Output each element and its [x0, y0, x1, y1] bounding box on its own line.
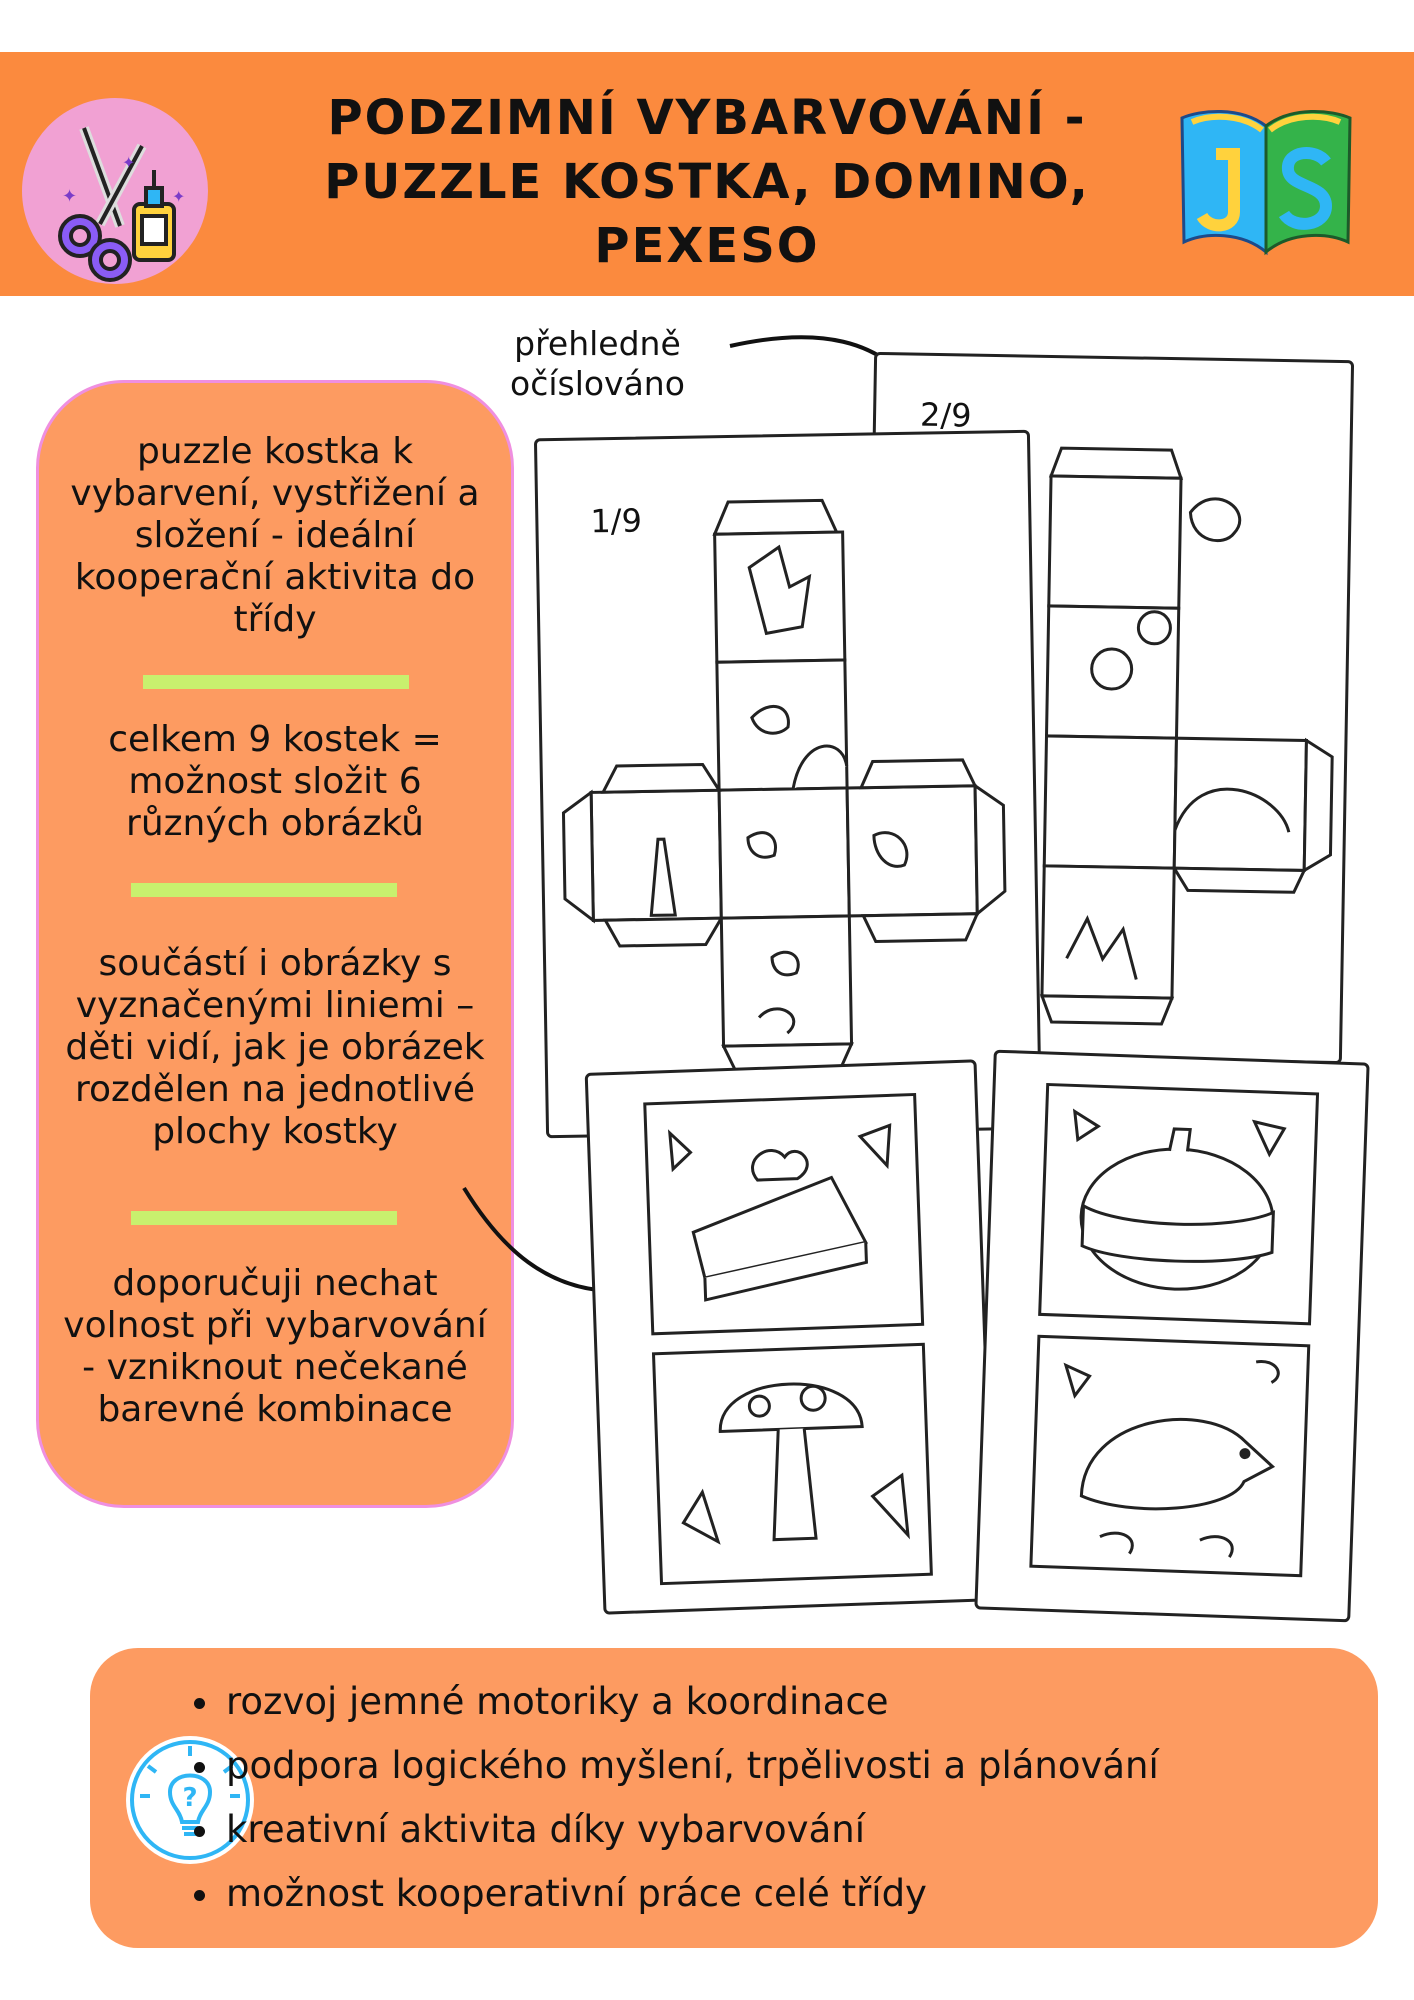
info-text-2: celkem 9 kostek = možnost složit 6 různý… — [108, 719, 442, 844]
cube-sheet-2: 2/9 — [861, 351, 1355, 1065]
cube-net-drawing-2 — [1039, 446, 1334, 1026]
callout-line-1: přehledně — [514, 324, 681, 363]
divider-3 — [131, 1211, 397, 1225]
list-item: možnost kooperativní práce celé třídy — [190, 1862, 1159, 1926]
page-title: PODZIMNÍ VYBARVOVÁNÍ - PUZZLE KOSTKA, DO… — [250, 86, 1164, 278]
list-item: kreativní aktivita díky vybarvování — [190, 1798, 1159, 1862]
pexeso-cards-drawing-2 — [1029, 1082, 1320, 1578]
info-text-3: součástí i obrázky s vyznačenými liniemi… — [65, 943, 485, 1152]
title-line-2: PUZZLE KOSTKA, DOMINO, — [324, 154, 1090, 210]
list-item: podpora logického myšlení, trpělivosti a… — [190, 1734, 1159, 1798]
open-book-js-logo — [1170, 92, 1360, 268]
svg-text:✦: ✦ — [172, 187, 185, 206]
callout-line-2: očíslováno — [510, 364, 685, 403]
lightbulb-question-icon: ? — [126, 1736, 254, 1864]
divider-1 — [143, 675, 409, 689]
info-panel: puzzle kostka k vybarvení, vystřižení a … — [36, 380, 514, 1508]
divider-2 — [131, 883, 397, 897]
svg-text:✦: ✦ — [122, 153, 135, 172]
pexeso-cards-drawing-1 — [643, 1092, 933, 1586]
title-line-3: PEXESO — [594, 218, 820, 274]
list-item: rozvoj jemné motoriky a koordinace — [190, 1670, 1159, 1734]
pexeso-sheet-1 — [584, 1059, 996, 1615]
info-text-4: doporučuji nechat volnost při vybarvován… — [63, 1263, 487, 1430]
cube-sheet-1: 1/9 — [533, 429, 1043, 1139]
pexeso-sheet-2 — [974, 1049, 1370, 1623]
numbering-callout: přehledně očíslováno — [510, 324, 685, 404]
cube-net-drawing-1 — [561, 498, 1007, 1078]
svg-text:?: ? — [182, 1783, 197, 1813]
benefits-list: rozvoj jemné motoriky a koordinace podpo… — [190, 1670, 1159, 1926]
svg-text:✦: ✦ — [62, 186, 77, 207]
title-line-1: PODZIMNÍ VYBARVOVÁNÍ - — [327, 90, 1087, 146]
info-text-1: puzzle kostka k vybarvení, vystřižení a … — [70, 431, 480, 640]
header-banner: ✦ ✦ ✦ PODZIMNÍ VYBARVOVÁNÍ - PUZZLE KOST… — [0, 52, 1414, 296]
scissors-glue-icon: ✦ ✦ ✦ — [22, 98, 208, 284]
benefits-panel: ? rozvoj jemné motoriky a koordinace pod… — [90, 1648, 1378, 1948]
